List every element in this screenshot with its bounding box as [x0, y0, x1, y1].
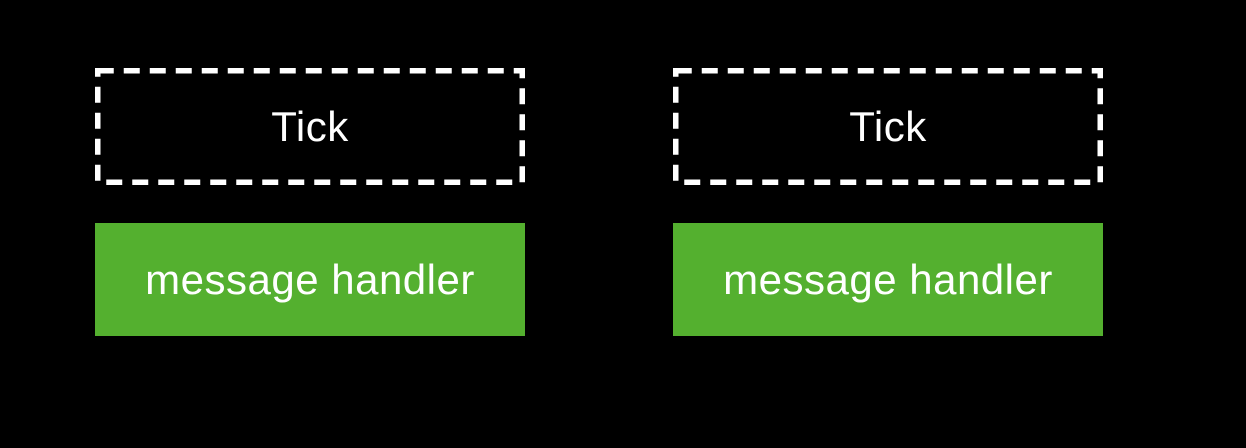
- message-handler-label: message handler: [723, 255, 1053, 303]
- dashed-border: [95, 68, 525, 185]
- tick-label: Tick: [271, 102, 349, 150]
- tick-event-box: Tick: [95, 68, 525, 185]
- message-handler-box: message handler: [673, 223, 1103, 336]
- tick-event-box: Tick: [673, 68, 1103, 185]
- message-handler-label: message handler: [145, 255, 475, 303]
- actor-group-right: Tick message handler: [673, 68, 1103, 336]
- tick-label: Tick: [849, 102, 927, 150]
- dashed-border: [673, 68, 1103, 185]
- actor-group-left: Tick message handler: [95, 68, 525, 336]
- message-handler-box: message handler: [95, 223, 525, 336]
